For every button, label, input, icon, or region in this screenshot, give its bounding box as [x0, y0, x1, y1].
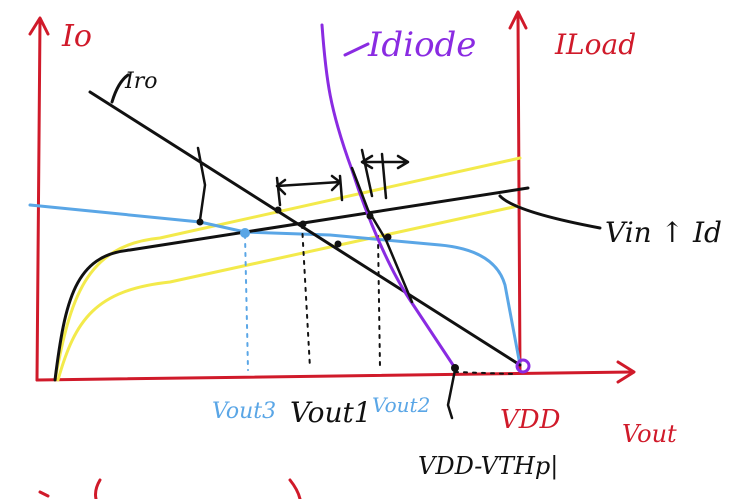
label-y-left: Io — [61, 19, 92, 54]
label-x-axis: Vout — [622, 420, 677, 448]
double-arrow-mid — [275, 174, 344, 207]
point-vout1 — [299, 220, 307, 228]
x-axis — [35, 370, 634, 382]
blue-curve — [28, 203, 522, 367]
black-curves — [53, 73, 602, 420]
vin-annotation-leader — [498, 194, 602, 230]
point-vdd-vth — [451, 364, 459, 372]
tick-vdd-vth: VDD-VTHp| — [418, 452, 558, 481]
vout1-dotted-drop — [301, 224, 311, 369]
vout2-dotted-drop — [377, 235, 381, 369]
y-axis-left-arrowhead — [28, 16, 50, 36]
bottom-red-scribble-mid — [94, 478, 102, 499]
double-arrow-right — [360, 148, 410, 200]
vdd-vth-dotted-link — [454, 371, 516, 375]
x-axis-arrowhead — [616, 360, 636, 384]
tick-vout1: Vout1 — [290, 396, 372, 429]
bracket-left — [196, 146, 207, 222]
intersection-points — [196, 206, 531, 374]
point-b — [274, 206, 282, 214]
y-axis-right-arrowhead — [508, 10, 528, 30]
axes — [28, 10, 636, 384]
point-c — [334, 240, 342, 248]
ro-label-leader — [110, 73, 130, 104]
label-y-right: ILoad — [554, 28, 636, 61]
point-vout2 — [384, 233, 392, 241]
transistor-curve — [53, 186, 530, 382]
blue-dotted-drop — [244, 234, 249, 371]
bottom-red-scribble-left — [38, 490, 50, 498]
tick-vdd: VDD — [500, 405, 561, 435]
point-vout3 — [240, 228, 250, 238]
y-axis-right — [516, 12, 522, 374]
y-axis-left — [35, 18, 42, 382]
yellow-curves — [53, 156, 522, 382]
point-d — [366, 212, 374, 220]
diode-curve-overlay — [350, 166, 414, 304]
label-vin: Vin ↑ Id — [605, 216, 722, 249]
ro-load-line — [88, 90, 522, 367]
yellow-lower-curve — [56, 204, 520, 382]
point-a — [196, 218, 204, 226]
tick-vout3: Vout3 — [212, 399, 276, 424]
bottom-red-scribble-right — [288, 478, 302, 499]
label-diode: Idiode — [367, 25, 476, 65]
tick-vout2: Vout2 — [372, 393, 430, 417]
diode-label-leader — [343, 42, 370, 57]
yellow-upper-curve — [53, 156, 522, 382]
vdd-vth-leader — [446, 368, 457, 420]
point-vdd — [515, 358, 531, 374]
label-ro: Iro — [124, 69, 157, 94]
